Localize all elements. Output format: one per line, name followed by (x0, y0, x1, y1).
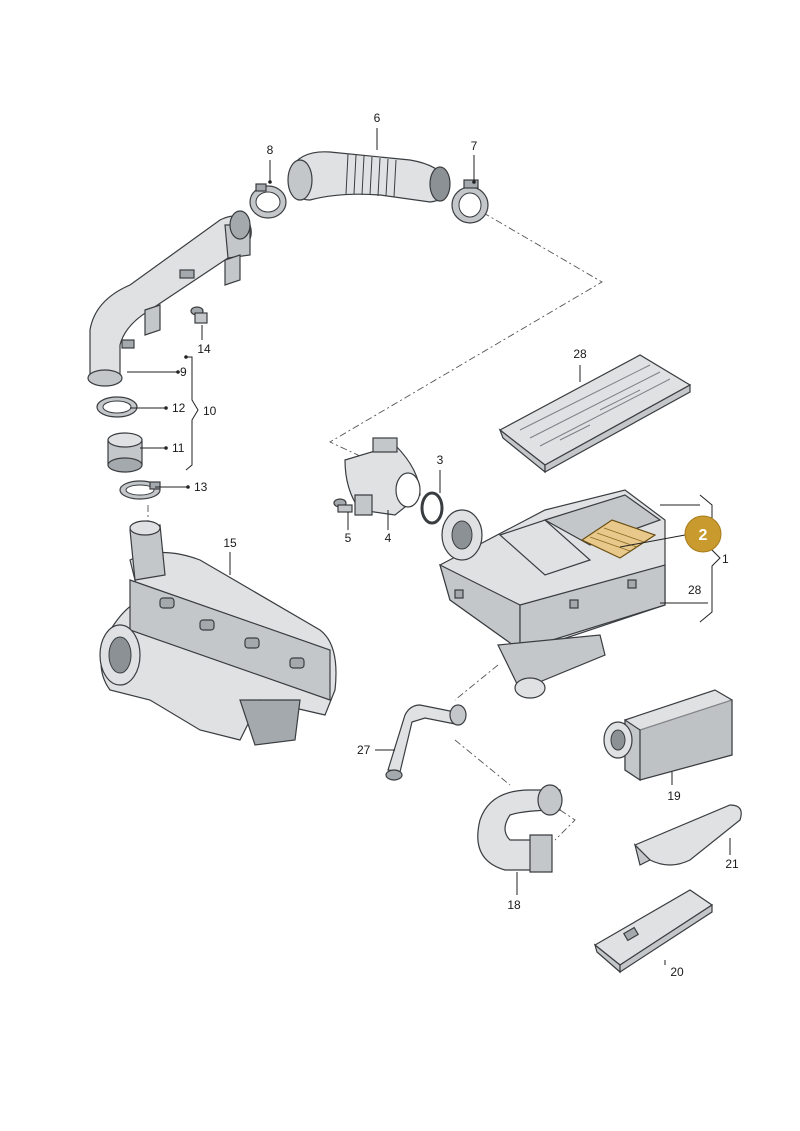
label-14: 14 (197, 342, 211, 356)
clamp-7 (451, 179, 489, 224)
o-ring-3 (420, 491, 444, 525)
highlight-badge: 2 (684, 515, 722, 553)
air-filter-housing-1 (439, 489, 666, 699)
breather-hose-27 (385, 704, 467, 781)
charge-air-pipe (87, 210, 252, 387)
label-11: 11 (172, 441, 185, 455)
label-21: 21 (725, 857, 739, 871)
label-8: 8 (267, 143, 274, 157)
label-28-side: 28 (688, 583, 702, 597)
clamp-13 (119, 480, 161, 500)
cover-21 (633, 804, 742, 866)
coupling-11 (107, 432, 143, 473)
leader-lines (127, 128, 731, 965)
screw-5 (333, 498, 353, 513)
air-intake-20 (593, 889, 714, 974)
air-mass-meter-4 (344, 437, 421, 516)
clamp-8 (249, 183, 287, 219)
hose-18 (477, 784, 563, 873)
label-15: 15 (223, 536, 237, 550)
label-27: 27 (357, 743, 371, 757)
label-20: 20 (670, 965, 684, 979)
label-7: 7 (471, 139, 478, 153)
label-13: 13 (194, 480, 208, 494)
badge-label: 2 (699, 527, 708, 544)
label-5: 5 (345, 531, 352, 545)
label-12: 12 (172, 401, 186, 415)
label-10: 10 (203, 404, 217, 418)
label-28-top: 28 (573, 347, 587, 361)
filter-cover-28 (498, 354, 692, 474)
label-18: 18 (507, 898, 521, 912)
corrugated-hose-6 (287, 151, 451, 203)
label-19: 19 (667, 789, 681, 803)
label-1: 1 (722, 552, 729, 566)
part-labels: 6 8 7 14 9 12 10 11 13 15 5 4 3 28 1 28 … (172, 111, 739, 979)
intake-duct-19 (603, 689, 733, 782)
bolt-14 (190, 306, 208, 324)
label-9: 9 (180, 365, 187, 379)
label-4: 4 (385, 531, 392, 545)
filter-element-2 (580, 519, 657, 559)
clamp-12 (96, 396, 138, 418)
turbocharger-15 (99, 520, 337, 746)
label-6: 6 (374, 111, 381, 125)
label-3: 3 (437, 453, 444, 467)
